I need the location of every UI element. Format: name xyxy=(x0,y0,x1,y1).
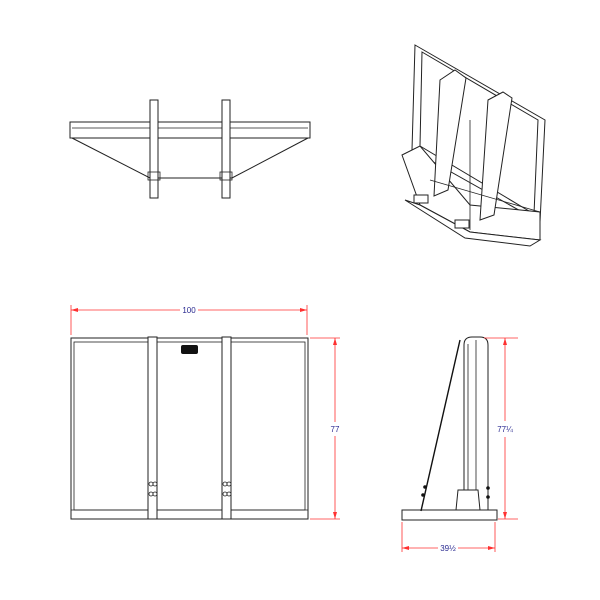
side-height-label: 77¼ xyxy=(497,425,513,434)
side-height-dimension xyxy=(484,337,518,520)
side-depth-dimension xyxy=(401,522,496,552)
logo xyxy=(181,345,198,354)
side-depth-label: 39½ xyxy=(440,544,456,553)
isometric-view xyxy=(401,44,546,247)
front-view xyxy=(70,336,309,520)
front-width-dimension xyxy=(70,305,308,335)
side-view xyxy=(401,336,498,521)
top-view xyxy=(69,99,311,199)
front-height-dimension xyxy=(310,337,340,520)
front-width-label: 100 xyxy=(182,306,196,315)
front-height-label: 77 xyxy=(331,425,340,434)
